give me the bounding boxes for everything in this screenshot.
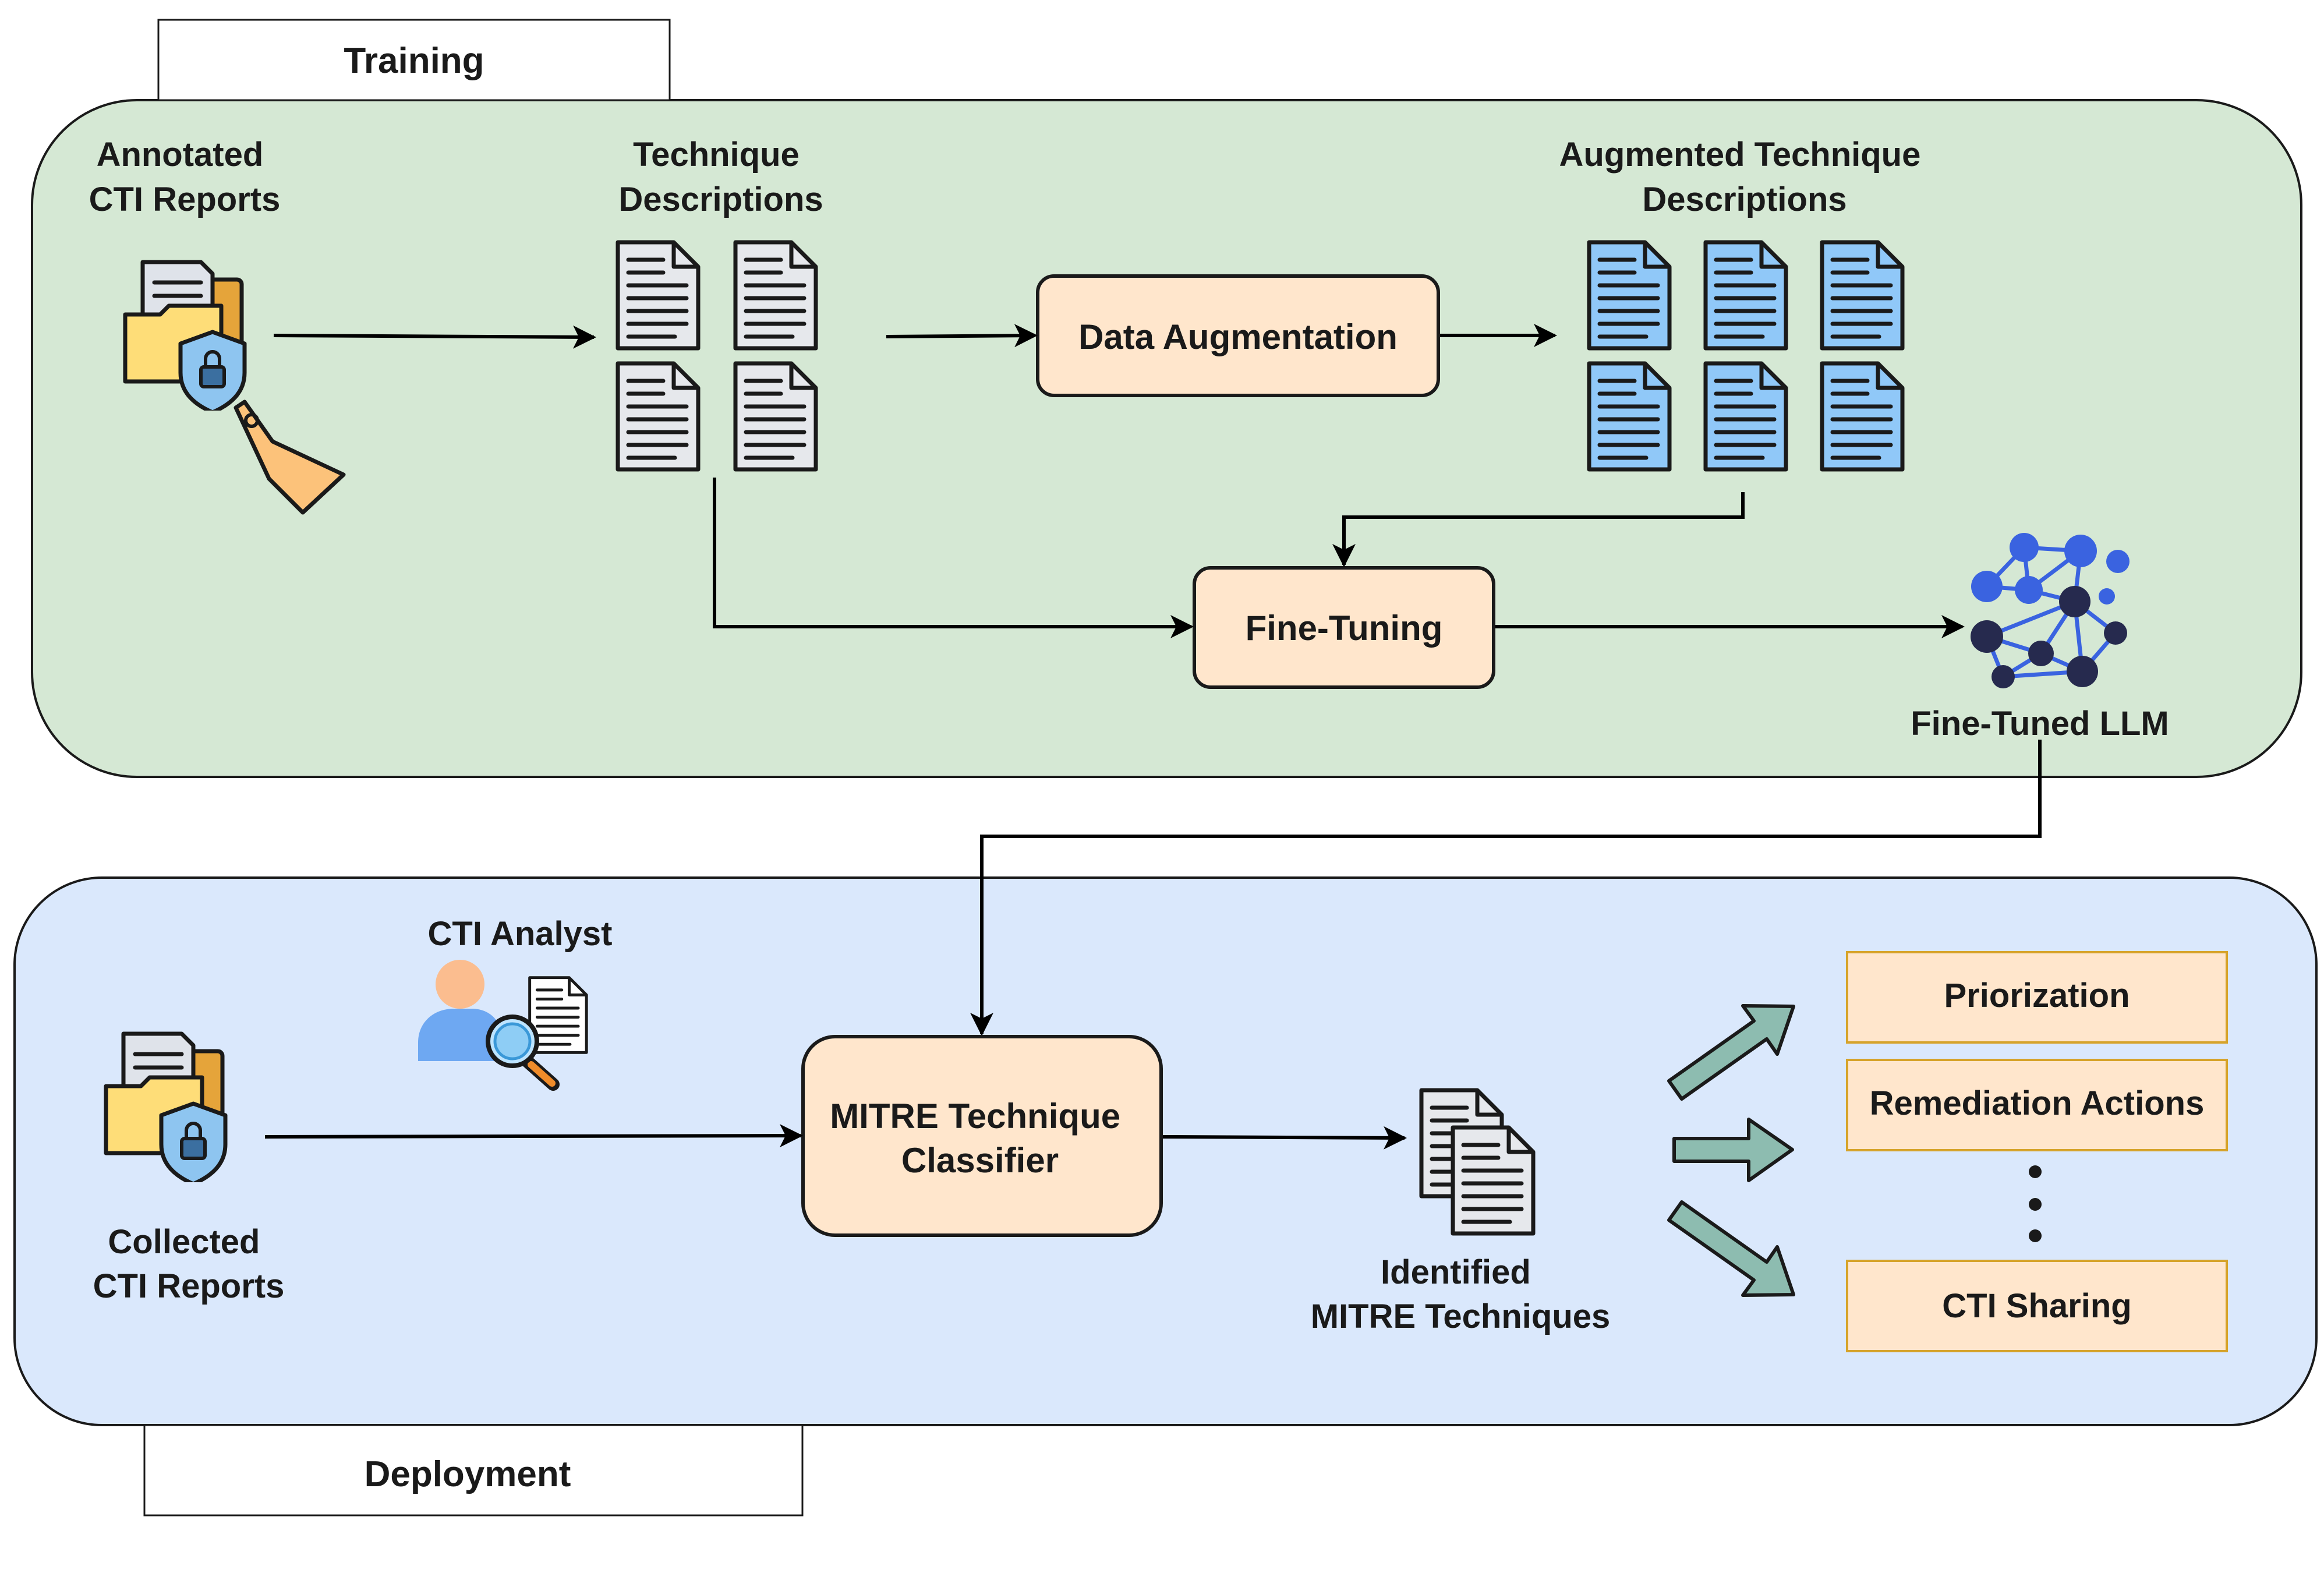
identified-techniques-label: Identified MITRE Techniques (1311, 1253, 1611, 1335)
fat-arrow-up (1667, 1004, 1795, 1101)
deployment-panel (13, 876, 2318, 1426)
classifier-label: MITRE Technique Classifier (830, 1097, 1130, 1180)
ellipsis-dots (2029, 1165, 2042, 1242)
output-remediation-box (1846, 1059, 2228, 1151)
arrow-reports-to-descriptions (273, 325, 596, 349)
annotated-reports-label: Annotated CTI Reports (89, 136, 281, 218)
technique-descriptions-label: Technique Descriptions (618, 136, 823, 218)
deployment-tab (143, 1424, 804, 1517)
fat-arrow-right (1672, 1118, 1794, 1182)
cti-analyst-label: CTI Analyst (428, 915, 613, 953)
output-priorization-label: Priorization (1944, 977, 2130, 1015)
arrow-classifier-to-techniques (1162, 1126, 1407, 1150)
output-remediation-label: Remediation Actions (1870, 1084, 2205, 1122)
arrow-augmented-to-finetuning (1332, 492, 1745, 567)
fat-arrow-down (1667, 1200, 1795, 1297)
fine-tuning-box (1193, 566, 1495, 689)
training-tab (157, 19, 671, 101)
training-panel (31, 99, 2302, 778)
classifier-box (801, 1035, 1163, 1237)
arrow-llm-to-classifier (970, 740, 2042, 1036)
output-sharing-box (1846, 1260, 2228, 1352)
cti-analyst-icon (418, 960, 586, 1091)
training-tab-label: Training (344, 41, 484, 81)
output-priorization-box (1846, 951, 2228, 1044)
arrow-descriptions-to-finetuning (713, 478, 1194, 638)
deployment-tab-label: Deployment (365, 1454, 571, 1494)
fat-arrows (1667, 1004, 1795, 1297)
annotated-reports-icon (125, 262, 346, 515)
fine-tuning-label: Fine-Tuning (1246, 609, 1443, 648)
neural-network-icon (1971, 533, 2130, 688)
arrow-reports-to-classifier (264, 1124, 803, 1148)
output-sharing-label: CTI Sharing (1942, 1287, 2131, 1325)
data-augmentation-box (1036, 274, 1440, 397)
collected-reports-label: Collected CTI Reports (93, 1223, 285, 1305)
fine-tuned-llm-label: Fine-Tuned LLM (1911, 705, 2169, 743)
data-augmentation-label: Data Augmentation (1078, 317, 1398, 356)
arrow-descriptions-to-augmentation (886, 324, 1038, 348)
augmented-descriptions-label: Augmented Technique Descriptions (1559, 136, 1930, 218)
